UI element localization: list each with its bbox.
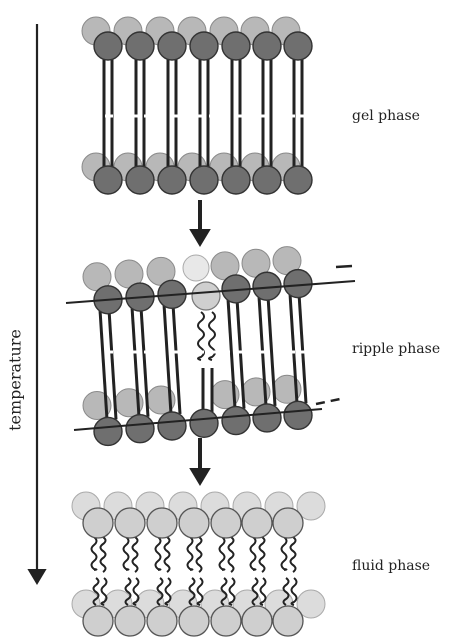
fluid-phase-bilayer xyxy=(72,492,325,636)
arrow-head xyxy=(189,229,211,247)
fluid-phase-label: fluid phase xyxy=(352,558,430,574)
arrow-head xyxy=(189,468,211,486)
temperature-axis-label: temperature xyxy=(6,329,25,431)
lipid-head xyxy=(273,606,303,636)
lipid-head xyxy=(222,32,250,60)
lipid-tail-disordered xyxy=(220,537,225,570)
lipid-tail-disordered xyxy=(188,537,193,570)
lipid-head xyxy=(242,606,272,636)
lipid-head xyxy=(253,32,281,60)
lipid-tail-disordered xyxy=(229,537,234,572)
ripple-guide-dash xyxy=(316,399,340,404)
lipid-tail-disordered xyxy=(156,537,161,570)
lipid-head xyxy=(211,508,241,538)
lipid-head xyxy=(147,508,177,538)
lipid-head xyxy=(211,606,241,636)
lipid-head xyxy=(115,606,145,636)
lipid-head xyxy=(179,508,209,538)
lipid-head xyxy=(190,409,218,437)
lipid-head xyxy=(158,412,186,440)
lipid-head xyxy=(242,508,272,538)
lipid-tail-disordered xyxy=(124,537,129,570)
lipid-head xyxy=(284,166,312,194)
ripple-phase-bilayer xyxy=(66,247,355,446)
ripple-phase-label: ripple phase xyxy=(352,341,440,357)
lipid-head xyxy=(222,407,250,435)
lipid-tail-disordered xyxy=(133,537,138,572)
lipid-head xyxy=(190,166,218,194)
lipid-tail-disordered xyxy=(92,537,97,570)
temperature-arrow xyxy=(27,24,46,585)
lipid-tail-disordered xyxy=(251,537,256,570)
lipid-head xyxy=(126,32,154,60)
lipid-head xyxy=(83,606,113,636)
lipid-tail-disordered xyxy=(134,578,139,605)
lipid-head-defect xyxy=(192,282,220,310)
transition-arrow-gel-to-ripple xyxy=(189,200,211,247)
lipid-head xyxy=(115,508,145,538)
lipid-head xyxy=(284,32,312,60)
lipid-head xyxy=(273,508,303,538)
lipid-head xyxy=(284,401,312,429)
lipid-head xyxy=(222,166,250,194)
lipid-tail-disordered xyxy=(198,578,203,605)
lipid-tail-disordered xyxy=(230,578,235,605)
lipid-tail-disordered xyxy=(165,537,170,572)
lipid-tail-disordered xyxy=(261,578,266,605)
lipid-tail-disordered xyxy=(260,537,265,572)
lipid-head xyxy=(147,606,177,636)
arrow-head xyxy=(27,569,46,585)
lipid-tail-disordered xyxy=(282,537,287,570)
lipid-head xyxy=(253,166,281,194)
gel-phase-bilayer xyxy=(82,17,312,194)
lipid-head xyxy=(94,32,122,60)
lipid-head-back xyxy=(183,255,209,281)
lipid-head xyxy=(179,606,209,636)
lipid-tail-disordered xyxy=(291,537,296,572)
lipid-tail-disordered xyxy=(102,578,107,605)
gel-phase-label: gel phase xyxy=(352,108,420,124)
lipid-head xyxy=(158,32,186,60)
lipid-head xyxy=(190,32,218,60)
lipid-tail-disordered xyxy=(166,578,171,605)
lipid-tail-disordered xyxy=(101,537,106,572)
lipid-head xyxy=(126,166,154,194)
lipid-head xyxy=(83,508,113,538)
lipid-head xyxy=(158,166,186,194)
lipid-head xyxy=(94,166,122,194)
lipid-head xyxy=(126,415,154,443)
transition-arrow-ripple-to-fluid xyxy=(189,438,211,486)
lipid-head xyxy=(94,417,122,445)
ripple-guide-dash xyxy=(336,266,352,267)
lipid-tail-disordered xyxy=(197,537,202,572)
lipid-head xyxy=(253,404,281,432)
